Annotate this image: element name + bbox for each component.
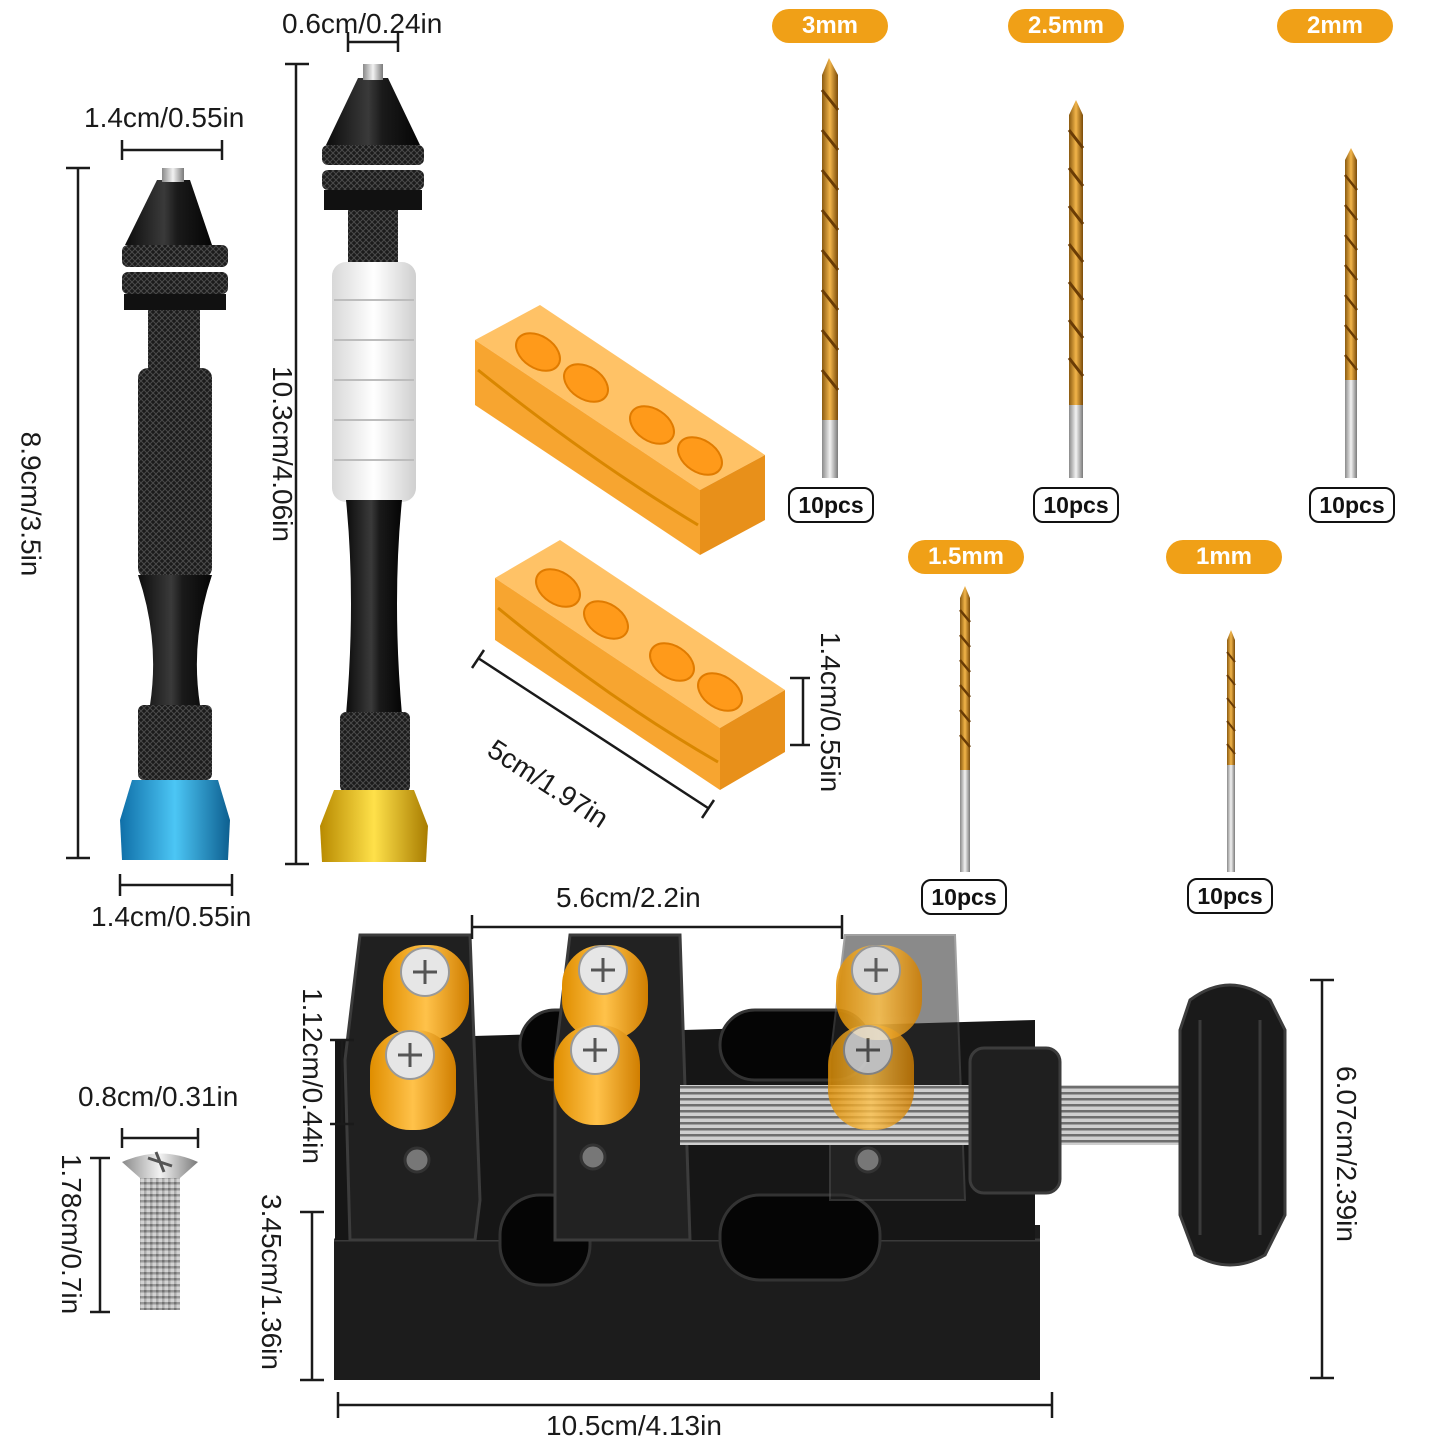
jaw-pad-top xyxy=(475,305,765,555)
drill-bit-1.5mm xyxy=(959,586,971,872)
drill-size-badge-2.5mm: 2.5mm xyxy=(1008,9,1124,43)
drill-size-badge-2mm: 2mm xyxy=(1277,9,1393,43)
bench-vise xyxy=(334,933,1287,1380)
jaw-pad-height-label: 1.4cm/0.55in xyxy=(815,631,847,793)
drill-bit-3mm xyxy=(820,58,840,478)
roller-left-top xyxy=(383,945,469,1040)
screw xyxy=(122,1151,198,1310)
pin-vise-gold xyxy=(320,64,428,862)
pin-vise-blue xyxy=(120,168,230,860)
screw-length-label: 1.78cm/0.7in xyxy=(56,1153,88,1315)
drill-bit-1mm xyxy=(1226,630,1236,872)
drill-size-badge-1.5mm: 1.5mm xyxy=(908,540,1024,574)
drill-qty-badge-1mm: 10pcs xyxy=(1187,878,1273,914)
vise-length-label: 10.5cm/4.13in xyxy=(546,1410,722,1441)
roller-right-top xyxy=(836,945,922,1040)
roller-middle-top xyxy=(562,945,648,1040)
dimension-lines xyxy=(66,32,1334,1418)
roller-left-bottom xyxy=(370,1030,456,1130)
drill-bit-2mm xyxy=(1344,148,1358,478)
screw-head-width-label: 0.8cm/0.31in xyxy=(78,1081,239,1112)
roller-right-bottom xyxy=(828,1025,914,1130)
vise-base-height-label: 3.45cm/1.36in xyxy=(255,1194,287,1370)
drill-size-badge-3mm: 3mm xyxy=(772,9,888,43)
drill-bit-2.5mm xyxy=(1067,100,1085,478)
pin-vise-gold-tip-width-label: 0.6cm/0.24in xyxy=(282,8,443,39)
roller-middle-bottom xyxy=(554,1025,640,1125)
drill-qty-badge-3mm: 10pcs xyxy=(788,487,874,523)
drill-qty-badge-2mm: 10pcs xyxy=(1309,487,1395,523)
drill-qty-badge-1.5mm: 10pcs xyxy=(921,879,1007,915)
vise-total-height-label: 6.07cm/2.39in xyxy=(1330,1066,1362,1242)
vise-jaw-opening-label: 5.6cm/2.2in xyxy=(556,882,701,913)
jaw-pad-bottom xyxy=(495,540,785,790)
pin-vise-blue-tip-width-label: 1.4cm/0.55in xyxy=(84,102,245,133)
vise-roller-height-label: 1.12cm/0.44in xyxy=(296,988,328,1164)
pin-vise-blue-length-label: 8.9cm/3.5in xyxy=(15,431,47,577)
pin-vise-gold-length-label: 10.3cm/4.06in xyxy=(266,366,298,542)
drill-size-badge-1mm: 1mm xyxy=(1166,540,1282,574)
drill-qty-badge-2.5mm: 10pcs xyxy=(1033,487,1119,523)
pin-vise-blue-base-width-label: 1.4cm/0.55in xyxy=(91,901,252,932)
